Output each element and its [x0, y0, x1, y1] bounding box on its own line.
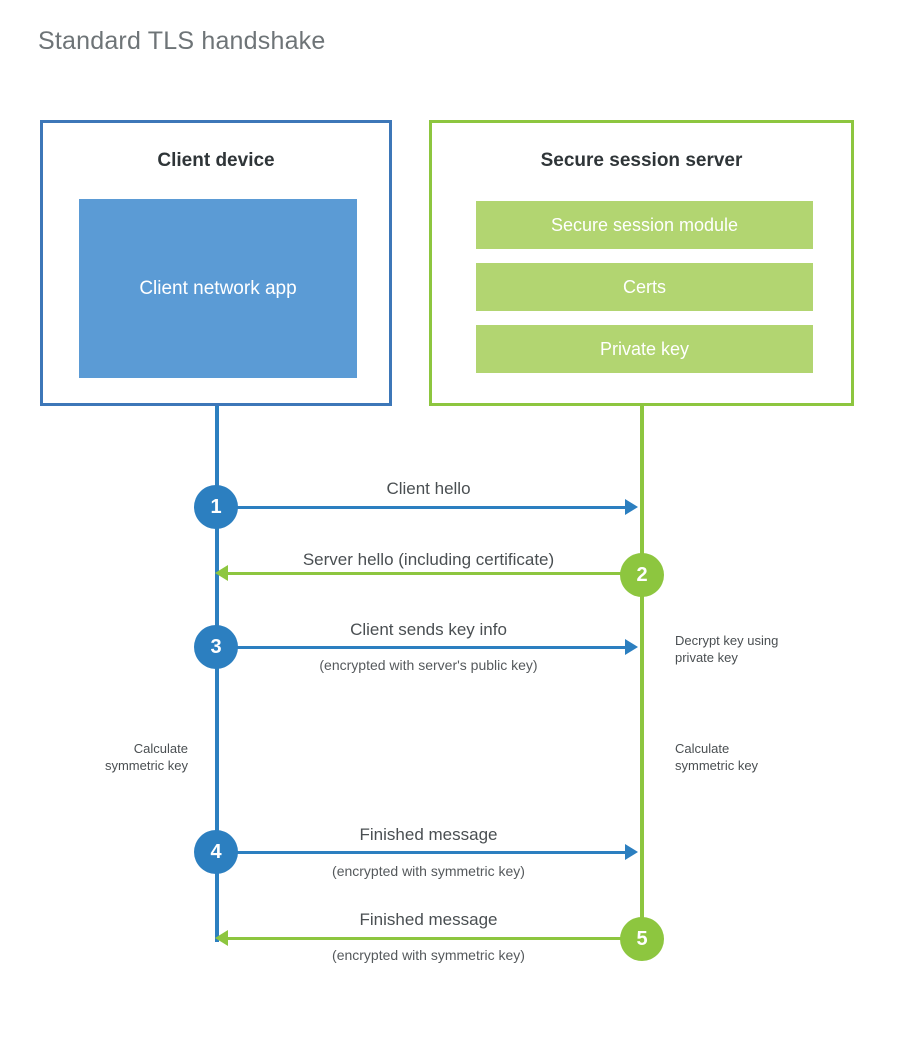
step-2-arrow-line: [228, 572, 640, 575]
page-title: Standard TLS handshake: [38, 27, 326, 55]
secure-session-server-title: Secure session server: [540, 150, 743, 171]
server-component-secure-session-module: Secure session module: [476, 201, 813, 249]
client-device-title: Client device: [157, 150, 275, 171]
server-components-list: Secure session module Certs Private key: [476, 201, 813, 373]
step-3-arrowhead-icon: [625, 639, 638, 655]
client-device-box: Client device Client network app: [40, 120, 392, 406]
step-1-label: Client hello: [386, 479, 471, 498]
step-4-label: Finished message: [359, 825, 498, 844]
step-4-arrowhead-icon: [625, 844, 638, 860]
step-badge-2: 2: [620, 553, 664, 597]
step-badge-3: 3: [194, 625, 238, 669]
client-network-app-block: Client network app: [79, 199, 357, 378]
client-lifeline: [215, 406, 219, 942]
annotation-client-calculate-symmetric-key: Calculate symmetric key: [104, 741, 188, 773]
annotation-decrypt-key: Decrypt key using private key: [675, 633, 779, 665]
step-badge-5: 5: [620, 917, 664, 961]
step-2-arrowhead-icon: [215, 565, 228, 581]
step-3-arrow-line: [217, 646, 627, 649]
secure-session-server-box: Secure session server Secure session mod…: [429, 120, 854, 406]
step-5-arrowhead-icon: [215, 930, 228, 946]
step-3-sublabel: (encrypted with server's public key): [319, 657, 538, 673]
step-badge-4: 4: [194, 830, 238, 874]
step-5-label: Finished message: [359, 910, 498, 929]
step-badge-1: 1: [194, 485, 238, 529]
annotation-server-calculate-symmetric-key: Calculate symmetric key: [675, 741, 759, 773]
server-lifeline: [640, 406, 644, 940]
step-2-label: Server hello (including certificate): [302, 550, 555, 569]
step-1-arrow-line: [217, 506, 627, 509]
server-component-private-key: Private key: [476, 325, 813, 373]
step-5-sublabel: (encrypted with symmetric key): [332, 947, 525, 963]
server-component-certs: Certs: [476, 263, 813, 311]
step-4-arrow-line: [217, 851, 627, 854]
step-5-arrow-line: [228, 937, 640, 940]
step-3-label: Client sends key info: [350, 620, 507, 639]
step-4-sublabel: (encrypted with symmetric key): [332, 863, 525, 879]
step-1-arrowhead-icon: [625, 499, 638, 515]
